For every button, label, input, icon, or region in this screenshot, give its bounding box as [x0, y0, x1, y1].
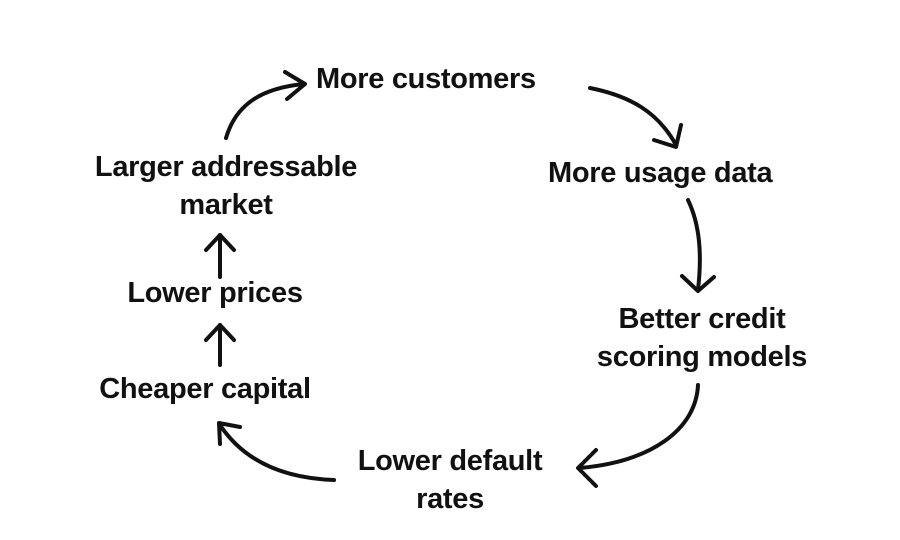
- node-more-usage-data: More usage data: [548, 154, 773, 192]
- node-label-line-1: Lower default: [357, 445, 543, 477]
- node-label-line-2: scoring models: [596, 341, 808, 373]
- arrow-capital-to-prices: [204, 323, 236, 367]
- node-label-line-2: rates: [416, 483, 484, 515]
- arrow-credit-to-default: [576, 383, 700, 488]
- arrow-market-to-customers: [224, 70, 307, 140]
- node-label-line-2: market: [179, 189, 273, 221]
- node-label: More usage data: [548, 157, 773, 189]
- node-label-line-1: Better credit: [618, 303, 786, 335]
- arrow-usage-to-credit: [680, 198, 716, 293]
- node-cheaper-capital: Cheaper capital: [80, 370, 330, 408]
- node-label: Lower prices: [127, 277, 303, 309]
- node-label: More customers: [316, 63, 536, 95]
- node-label-line-1: Larger addressable: [94, 151, 358, 183]
- node-better-credit-scoring-models: Better credit scoring models: [582, 300, 822, 376]
- arrow-customers-to-usage: [588, 86, 683, 149]
- node-lower-default-rates: Lower default rates: [340, 442, 560, 518]
- node-label: Cheaper capital: [99, 373, 311, 405]
- arrow-prices-to-market: [204, 233, 236, 279]
- node-lower-prices: Lower prices: [110, 274, 320, 312]
- node-larger-addressable-market: Larger addressable market: [76, 148, 376, 224]
- node-more-customers: More customers: [316, 60, 536, 98]
- arrow-default-to-capital: [217, 421, 336, 482]
